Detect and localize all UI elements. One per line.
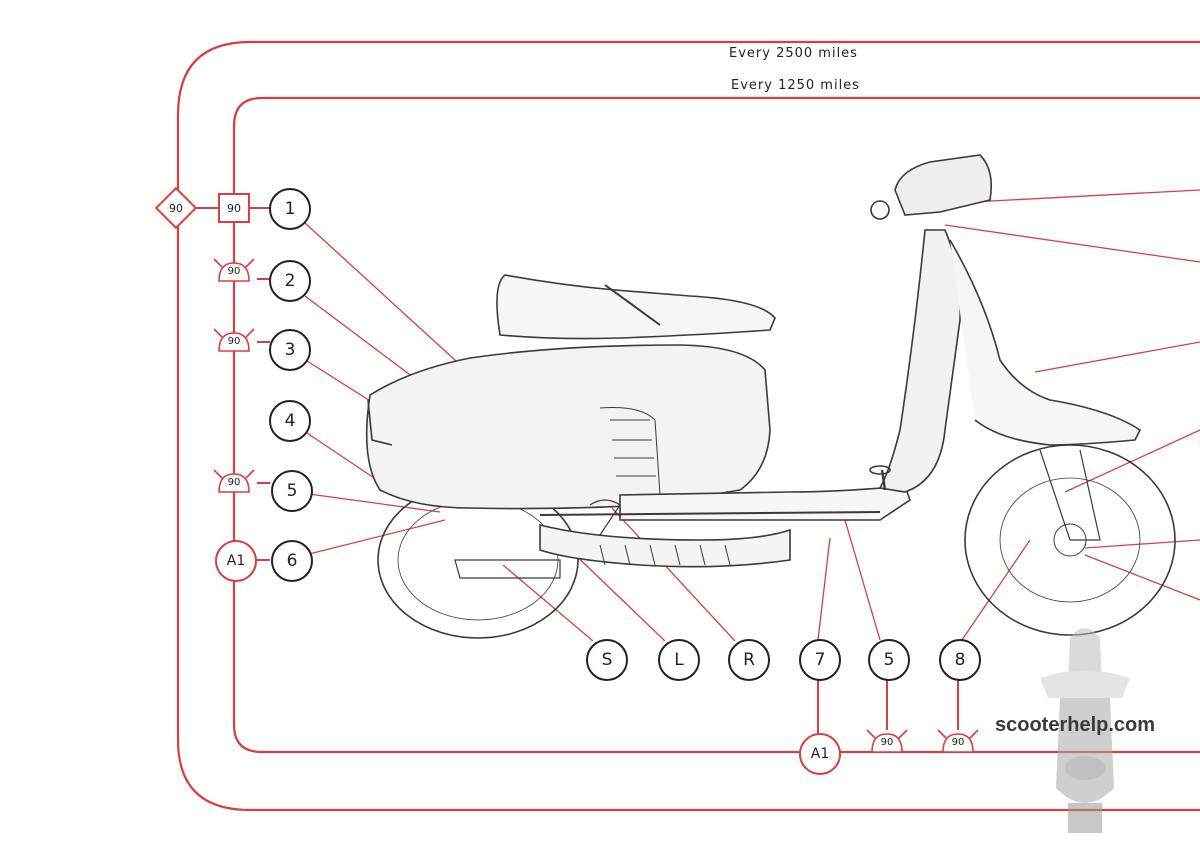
inner-route-line bbox=[232, 96, 1200, 754]
watermark-text: scooterhelp.com bbox=[995, 714, 1156, 736]
callout-8: 8 bbox=[939, 639, 981, 681]
oil-can-symbol: 90 bbox=[211, 327, 257, 353]
grease-a1-symbol-bottom: A1 bbox=[799, 733, 841, 775]
oil-can-symbol: 90 bbox=[211, 468, 257, 494]
callout-s: S bbox=[586, 639, 628, 681]
grease-a1-symbol: A1 bbox=[215, 540, 257, 582]
outer-route-line bbox=[176, 40, 1200, 812]
callout-7: 7 bbox=[799, 639, 841, 681]
callout-5: 5 bbox=[271, 470, 313, 512]
scooter-drawing bbox=[365, 154, 1176, 639]
oil-can-symbol: 90 bbox=[935, 728, 981, 754]
square-oil-grade-symbol: 90 bbox=[218, 193, 250, 223]
callout-1: 1 bbox=[269, 188, 311, 230]
outer-route-label: Every 2500 miles bbox=[723, 46, 864, 61]
oil-can-symbol: 90 bbox=[864, 728, 910, 754]
callout-5b: 5 bbox=[868, 639, 910, 681]
callout-3: 3 bbox=[269, 329, 311, 371]
callout-l: L bbox=[658, 639, 700, 681]
scooter-watermark-logo bbox=[1040, 628, 1130, 833]
inner-route-label: Every 1250 miles bbox=[725, 78, 866, 93]
callout-6: 6 bbox=[271, 540, 313, 582]
diamond-oil-grade-symbol: 90 bbox=[154, 186, 198, 230]
callout-4: 4 bbox=[269, 400, 311, 442]
callout-r: R bbox=[728, 639, 770, 681]
callout-2: 2 bbox=[269, 260, 311, 302]
oil-can-symbol: 90 bbox=[211, 257, 257, 283]
